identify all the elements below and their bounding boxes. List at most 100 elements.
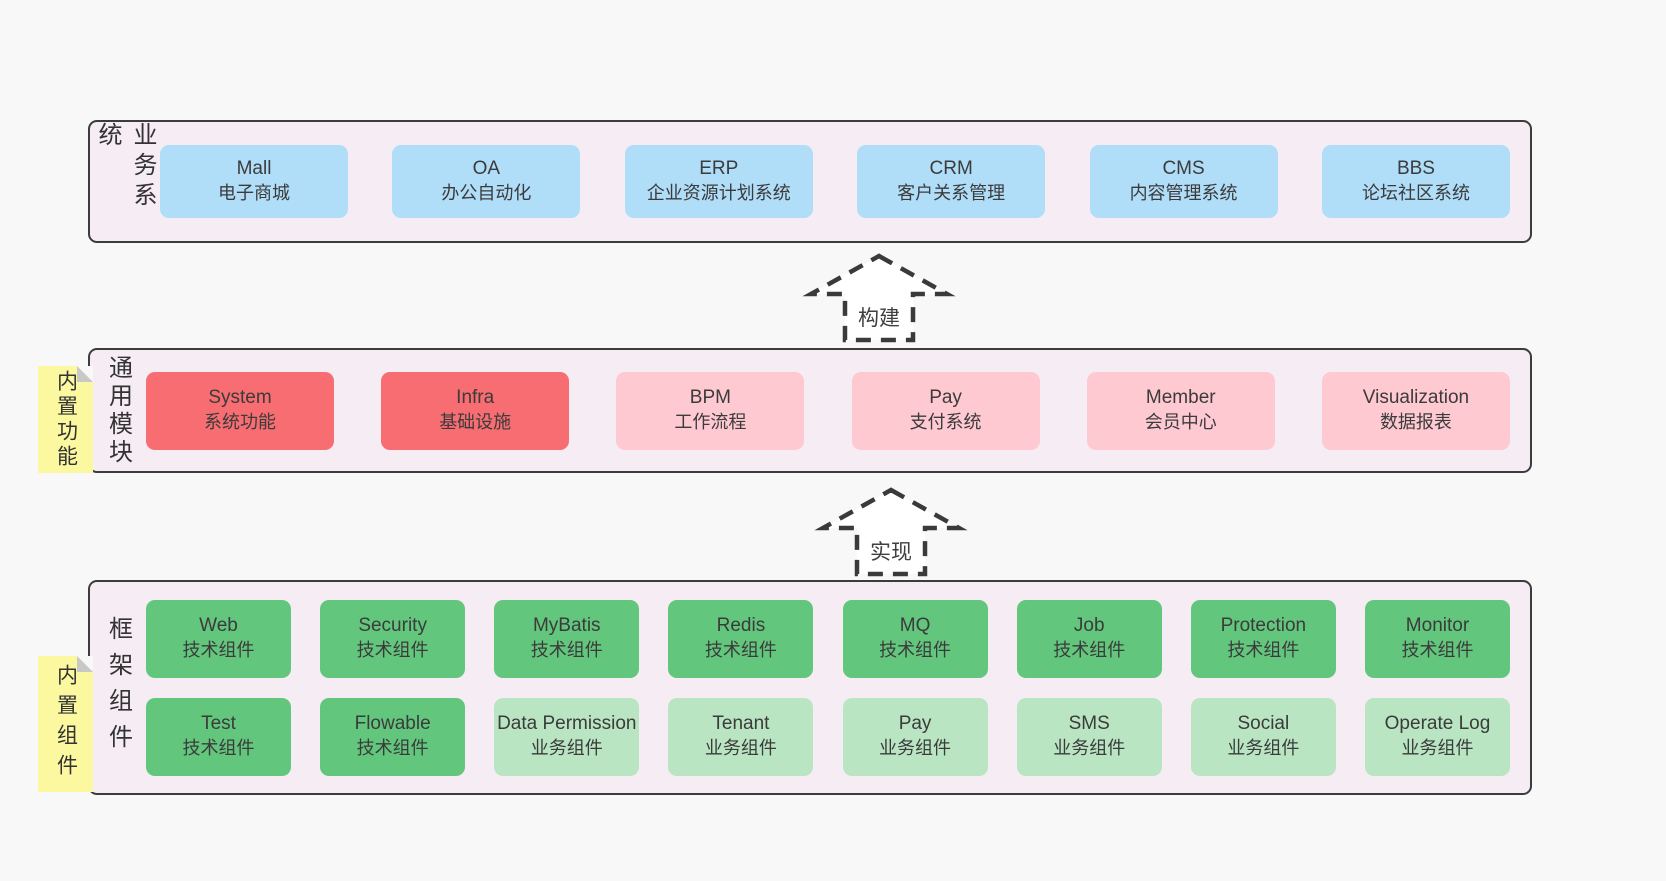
module-subtitle: 支付系统 bbox=[909, 412, 982, 433]
module-box-redis: Redis 技术组件 bbox=[668, 599, 814, 678]
module-title: MQ bbox=[899, 615, 931, 637]
module-subtitle: 业务组件 bbox=[530, 738, 603, 759]
module-title: Security bbox=[358, 615, 427, 637]
module-subtitle: 业务组件 bbox=[1227, 738, 1300, 759]
module-box-job: Job 技术组件 bbox=[1016, 599, 1162, 678]
module-title: Job bbox=[1073, 615, 1105, 637]
common-modules-content: System 系统功能 Infra 基础设施 BPM 工作流程 Pay 支付系统 Member 会… bbox=[146, 350, 1530, 471]
module-box-bpm: BPM 工作流程 bbox=[616, 371, 805, 450]
module-subtitle: 技术组件 bbox=[1053, 640, 1126, 661]
module-title: BPM bbox=[689, 387, 731, 409]
module-subtitle: 技术组件 bbox=[182, 640, 255, 661]
module-subtitle: 技术组件 bbox=[356, 738, 429, 759]
module-subtitle: 系统功能 bbox=[204, 412, 276, 433]
common-modules-layer: 通用模块 System 系统功能 Infra 基础设施 BPM 工作流程 Pay 支付系统 Me… bbox=[88, 348, 1532, 473]
module-subtitle: 业务组件 bbox=[879, 738, 952, 759]
module-box-flowable: Flowable 技术组件 bbox=[320, 697, 466, 776]
module-title: CMS bbox=[1162, 158, 1205, 180]
module-title: Flowable bbox=[354, 713, 431, 735]
module-box-bbs: BBS 论坛社区系统 bbox=[1321, 145, 1510, 218]
module-box-infra: Infra 基础设施 bbox=[381, 371, 570, 450]
sticky-note-label: 内置组件 bbox=[54, 664, 78, 784]
module-subtitle: 技术组件 bbox=[704, 640, 777, 661]
builtin-components-sticky-note: 内置组件 bbox=[38, 656, 93, 792]
module-box-monitor: Monitor 技术组件 bbox=[1364, 599, 1510, 678]
module-box-cms: CMS 内容管理系统 bbox=[1089, 145, 1278, 218]
module-title: System bbox=[208, 387, 272, 409]
module-box-pay: Pay 支付系统 bbox=[851, 371, 1040, 450]
module-box-system: System 系统功能 bbox=[146, 371, 334, 450]
module-title: SMS bbox=[1068, 713, 1110, 735]
module-title: Tenant bbox=[712, 713, 770, 735]
module-title: Infra bbox=[456, 387, 495, 409]
module-title: Data Permission bbox=[497, 713, 637, 735]
module-title: ERP bbox=[699, 158, 739, 180]
layer-label-business-systems: 业务系统 bbox=[94, 122, 156, 212]
builtin-features-sticky-note: 内置功能 bbox=[38, 366, 93, 473]
module-subtitle: 企业资源计划系统 bbox=[646, 183, 791, 204]
framework-components-row-2: Test 技术组件 Flowable 技术组件 Data Permission 业务组件 T… bbox=[146, 697, 1510, 776]
module-title: Member bbox=[1145, 387, 1216, 409]
module-box-member: Member 会员中心 bbox=[1086, 371, 1275, 450]
module-title: Pay bbox=[898, 713, 932, 735]
build-arrow: 构建 bbox=[802, 252, 956, 344]
module-title: Pay bbox=[929, 387, 962, 409]
module-subtitle: 基础设施 bbox=[439, 412, 512, 433]
up-arrow-icon bbox=[802, 253, 956, 343]
module-subtitle: 技术组件 bbox=[530, 640, 603, 661]
module-box-sms: SMS 业务组件 bbox=[1016, 697, 1162, 776]
module-subtitle: 技术组件 bbox=[879, 640, 952, 661]
module-box-web: Web 技术组件 bbox=[146, 599, 291, 678]
common-modules-row: System 系统功能 Infra 基础设施 BPM 工作流程 Pay 支付系统 Member 会… bbox=[146, 371, 1510, 450]
module-title: CRM bbox=[929, 158, 973, 180]
module-title: Monitor bbox=[1405, 615, 1470, 637]
module-subtitle: 业务组件 bbox=[1053, 738, 1126, 759]
module-subtitle: 技术组件 bbox=[1401, 640, 1474, 661]
module-title: BBS bbox=[1396, 158, 1435, 180]
module-title: Web bbox=[199, 615, 238, 637]
module-title: Operate Log bbox=[1384, 713, 1491, 735]
implement-arrow-label: 实现 bbox=[867, 540, 915, 567]
module-title: Test bbox=[201, 713, 236, 735]
module-subtitle: 办公自动化 bbox=[441, 183, 532, 204]
module-title: Visualization bbox=[1362, 387, 1470, 409]
module-subtitle: 数据报表 bbox=[1379, 412, 1452, 433]
module-subtitle: 客户关系管理 bbox=[897, 183, 1006, 204]
module-subtitle: 论坛社区系统 bbox=[1361, 183, 1470, 204]
module-box-operate-log: Operate Log 业务组件 bbox=[1364, 697, 1510, 776]
module-subtitle: 会员中心 bbox=[1144, 412, 1217, 433]
module-subtitle: 电子商城 bbox=[218, 183, 290, 204]
module-subtitle: 业务组件 bbox=[1401, 738, 1474, 759]
module-box-mq: MQ 技术组件 bbox=[842, 599, 988, 678]
folded-corner-icon bbox=[77, 656, 93, 672]
module-box-erp: ERP 企业资源计划系统 bbox=[624, 145, 813, 218]
implement-arrow: 实现 bbox=[814, 486, 968, 578]
module-subtitle: 技术组件 bbox=[1227, 640, 1300, 661]
up-arrow-icon bbox=[814, 487, 968, 577]
module-subtitle: 技术组件 bbox=[182, 738, 255, 759]
build-arrow-label: 构建 bbox=[855, 306, 903, 333]
module-title: Redis bbox=[716, 615, 766, 637]
layer-label-framework-components: 框架组件 bbox=[104, 615, 132, 760]
module-subtitle: 内容管理系统 bbox=[1129, 183, 1238, 204]
module-box-data-permission: Data Permission 业务组件 bbox=[494, 697, 640, 776]
module-box-crm: CRM 客户关系管理 bbox=[857, 145, 1046, 218]
module-title: MyBatis bbox=[532, 615, 601, 637]
module-subtitle: 工作流程 bbox=[674, 412, 747, 433]
layer-label-common-modules: 通用模块 bbox=[104, 354, 132, 467]
module-box-pay: Pay 业务组件 bbox=[842, 697, 988, 776]
module-box-mybatis: MyBatis 技术组件 bbox=[494, 599, 640, 678]
